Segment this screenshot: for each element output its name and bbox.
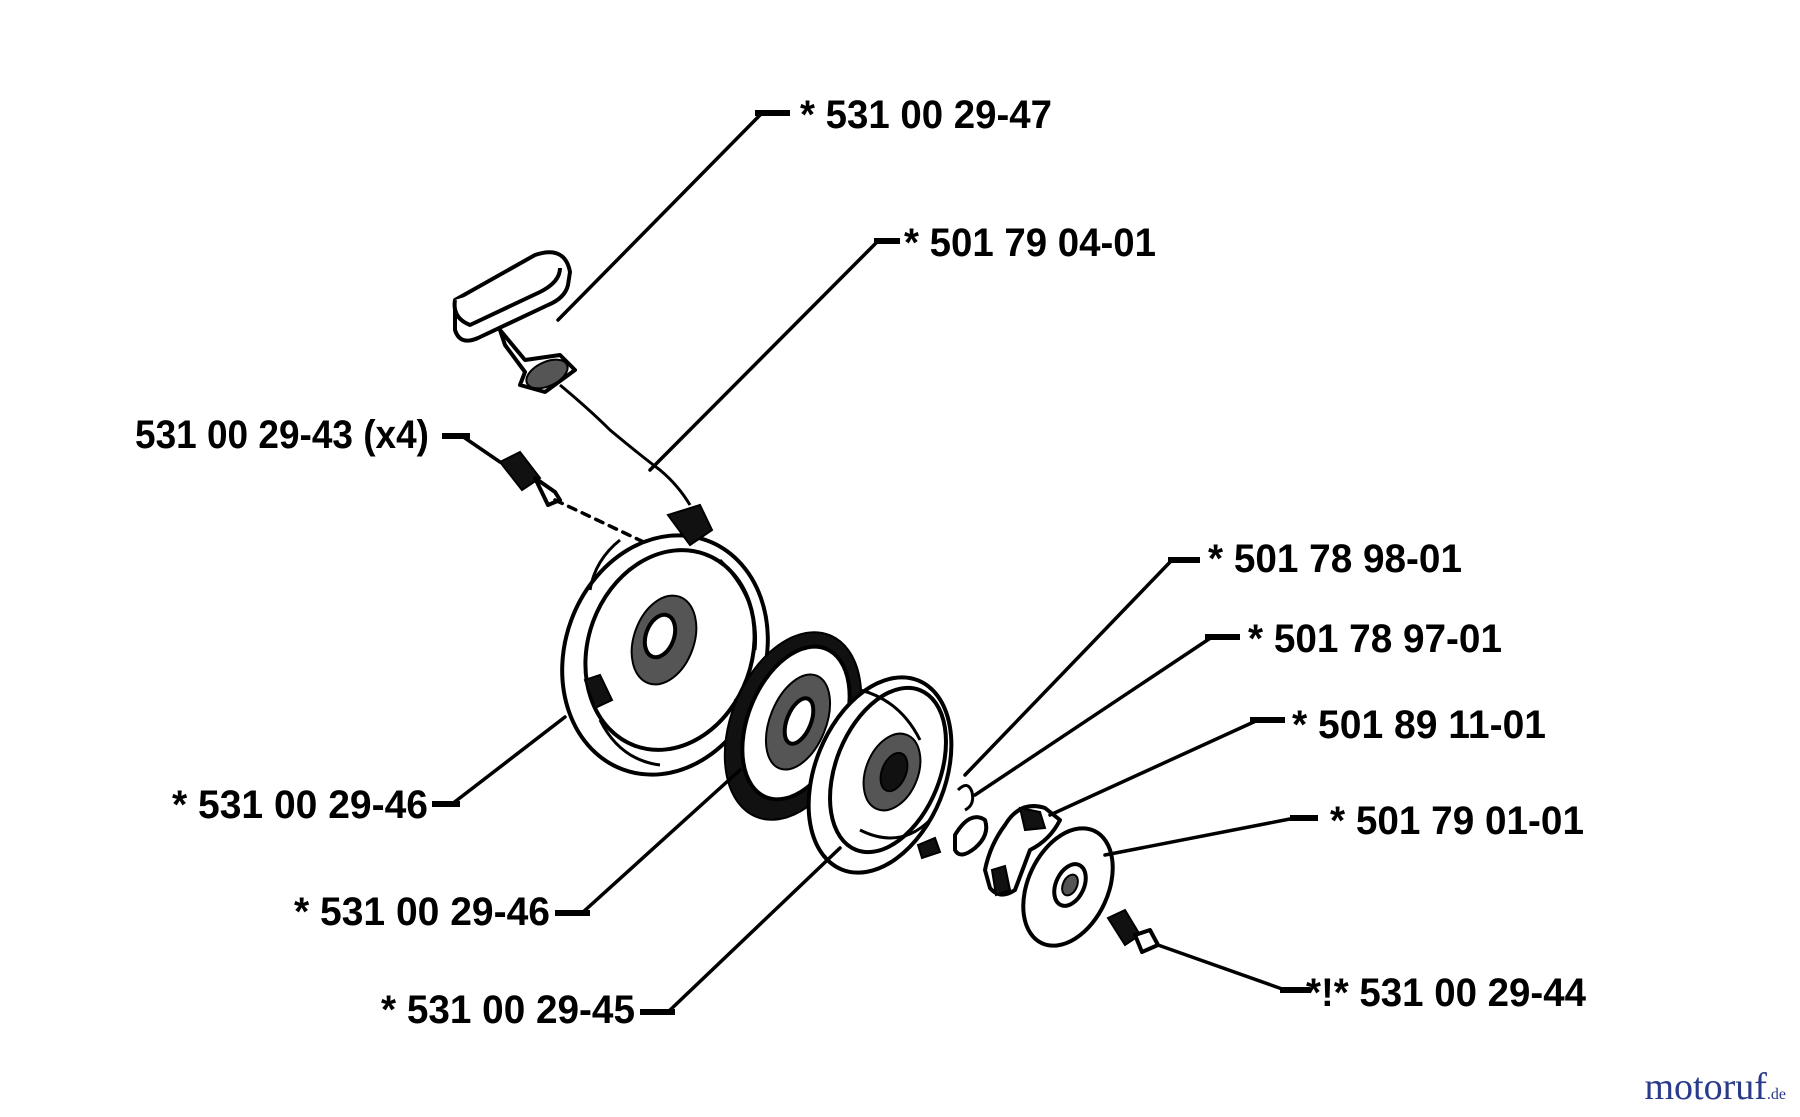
label-starter-grip: * 531 00 29-47 [800, 93, 1052, 137]
label-recoil-spring: * 531 00 29-46 [294, 890, 550, 934]
starter-grip-part [452, 250, 577, 394]
retainer-cam-part [983, 804, 1062, 897]
label-rope-pulley: * 531 00 29-45 [381, 988, 635, 1032]
washer-part [1021, 826, 1115, 948]
label-pawl-spring: * 501 78 97-01 [1248, 617, 1502, 661]
starter-rope-part [559, 383, 692, 506]
watermark-name: motoruf [1644, 1066, 1767, 1108]
pawl-spring-part [956, 784, 975, 812]
label-starter-rope: * 501 79 04-01 [904, 221, 1156, 265]
leader-lines [432, 110, 1318, 1015]
center-screw-part [1106, 908, 1160, 954]
label-center-screw: *!* 531 00 29-44 [1306, 971, 1587, 1015]
label-washer: * 501 79 01-01 [1330, 799, 1584, 843]
watermark-tld: .de [1766, 1086, 1786, 1103]
label-starter-housing: * 531 00 29-46 [172, 783, 428, 827]
rope-pulley-part [806, 675, 954, 875]
motoruf-watermark-logo: motoruf.de [1644, 1065, 1786, 1109]
pawl-part [916, 815, 989, 860]
label-pawl: * 501 78 98-01 [1208, 537, 1462, 581]
label-housing-screw: 531 00 29-43 (x4) [135, 413, 429, 457]
label-retainer-cam: * 501 89 11-01 [1292, 703, 1546, 747]
housing-screw-part [498, 450, 652, 547]
